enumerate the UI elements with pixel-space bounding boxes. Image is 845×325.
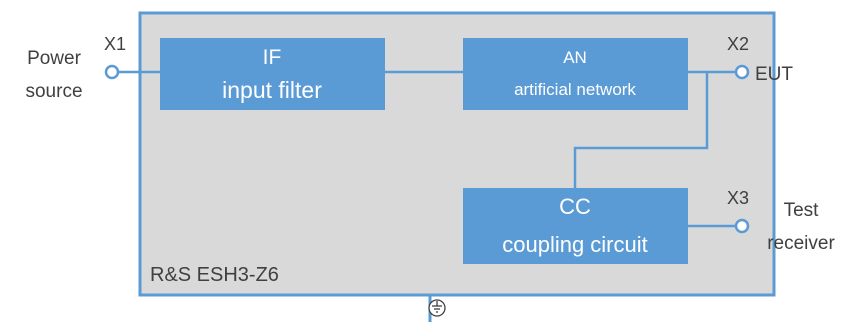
port-x3-label-line1: Test: [784, 200, 820, 221]
port-x2-id: X2: [727, 34, 749, 54]
port-x1-label-line2: source: [25, 81, 82, 102]
ground-icon: [428, 299, 446, 317]
block-an-subtitle: artificial network: [514, 80, 636, 99]
terminal-x2: [734, 64, 750, 80]
block-if: [160, 38, 385, 110]
block-an: [463, 38, 688, 110]
port-x3-label-line2: receiver: [767, 233, 835, 254]
block-cc-subtitle: coupling circuit: [502, 232, 648, 257]
port-x2-label: EUT: [755, 64, 793, 85]
block-an-title: AN: [563, 48, 587, 67]
block-if-subtitle: input filter: [222, 77, 322, 103]
terminal-x1: [104, 64, 120, 80]
port-x1-id: X1: [104, 34, 126, 54]
device-name-label: R&S ESH3-Z6: [150, 264, 279, 286]
block-cc-title: CC: [559, 194, 591, 219]
block-if-title: IF: [263, 46, 282, 69]
port-x1-label-line1: Power: [27, 48, 82, 69]
port-x3-id: X3: [727, 188, 749, 208]
wire-x2-to-cc: [573, 72, 709, 188]
block-cc: [463, 188, 688, 264]
terminal-x3: [734, 218, 750, 234]
